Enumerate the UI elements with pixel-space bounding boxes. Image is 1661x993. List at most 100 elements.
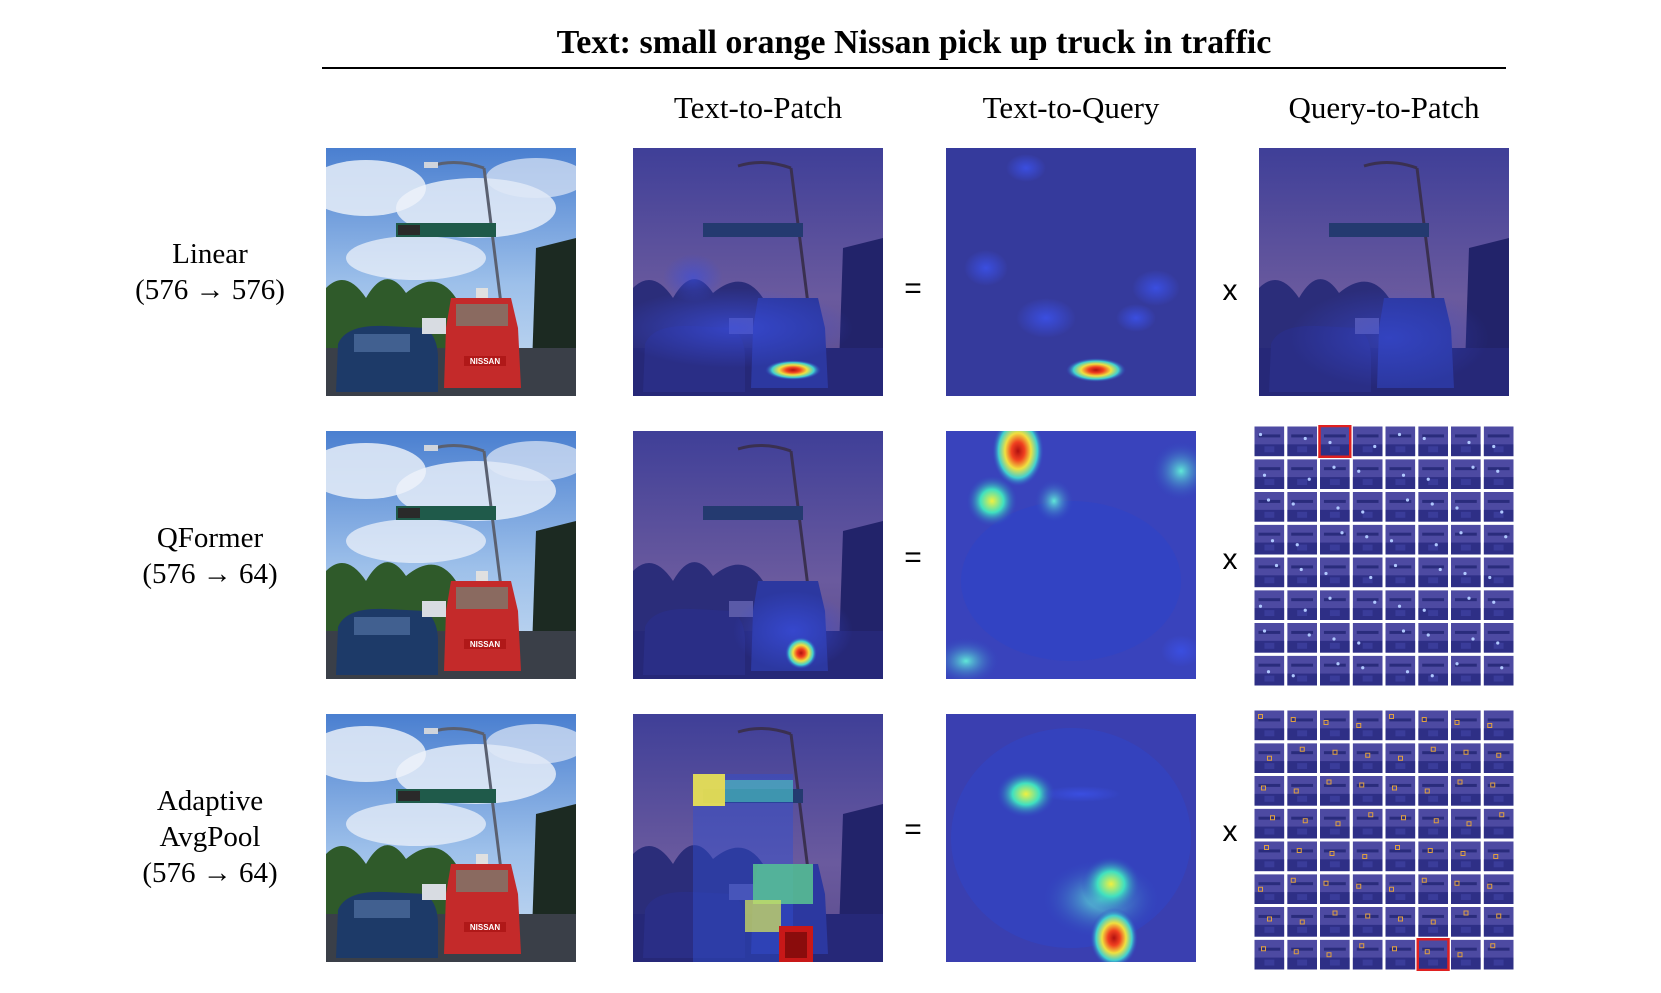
- query-cell-dot: [1457, 779, 1463, 785]
- query-cell: [1352, 743, 1383, 773]
- query-cell: [1385, 808, 1416, 839]
- query-cell: [1320, 590, 1350, 620]
- query-cell: [1385, 492, 1416, 522]
- query-cell-dot: [1336, 662, 1340, 666]
- times-sign: x: [1222, 815, 1238, 848]
- query-cell: [1385, 939, 1416, 970]
- text-to-patch-heatmap: [633, 148, 883, 396]
- query-cell-dot: [1398, 916, 1403, 922]
- query-cell-dot: [1500, 510, 1504, 514]
- input-image: [326, 431, 576, 679]
- query-cell: [1352, 939, 1383, 970]
- query-cell: [1287, 808, 1317, 839]
- query-cell-dot: [1299, 567, 1303, 572]
- query-cell-dot: [1424, 788, 1430, 794]
- query-cell: [1451, 939, 1481, 970]
- query-cell-dot: [1430, 674, 1434, 678]
- query-cell-dot: [1463, 910, 1469, 916]
- query-cell-dot: [1430, 746, 1436, 752]
- query-cell: [1418, 808, 1448, 839]
- column-header-text-to-query: Text-to-Query: [982, 90, 1160, 125]
- query-cell-dot: [1373, 600, 1377, 604]
- query-cell-dot: [1323, 880, 1329, 886]
- times-sign: x: [1222, 274, 1238, 307]
- query-cell: [1451, 623, 1481, 653]
- query-cell-dot: [1496, 469, 1500, 473]
- query-cell-dot: [1365, 535, 1369, 539]
- query-cell-dot: [1326, 779, 1332, 785]
- query-cell-dot: [1455, 662, 1459, 666]
- query-cell: [1385, 655, 1416, 686]
- text-to-query-heatmap: [946, 431, 1196, 679]
- query-cell-dot: [1389, 714, 1394, 719]
- query-cell-dot: [1323, 720, 1329, 725]
- query-cell-dot: [1460, 851, 1466, 856]
- column-header-query-to-patch: Query-to-Patch: [1288, 90, 1480, 125]
- query-cell-dot: [1401, 629, 1406, 633]
- row-label-line: QFormer: [156, 522, 264, 554]
- query-cell-dot: [1267, 916, 1272, 922]
- query-cell: [1287, 710, 1317, 741]
- query-cell: [1418, 426, 1448, 457]
- query-cell: [1254, 459, 1285, 489]
- row-label-line: (576 → 576): [135, 274, 285, 306]
- query-cell: [1254, 623, 1285, 653]
- query-cell-dot: [1329, 851, 1335, 856]
- query-cell: [1287, 776, 1317, 806]
- row-label-line: Linear: [172, 238, 248, 270]
- query-cell-dot: [1303, 436, 1307, 441]
- query-cell: [1287, 426, 1317, 457]
- query-cell: [1320, 655, 1350, 686]
- query-cell: [1483, 808, 1514, 839]
- query-cell: [1320, 426, 1350, 457]
- query-cell-dot: [1434, 543, 1438, 547]
- query-cell-dot: [1395, 845, 1400, 850]
- query-cell: [1287, 492, 1317, 522]
- query-cell-dot: [1405, 670, 1410, 674]
- query-cell-dot: [1335, 821, 1341, 827]
- query-cell-dot: [1401, 473, 1406, 477]
- query-cell-dot: [1261, 785, 1266, 791]
- query-cell-dot: [1454, 880, 1460, 886]
- query-cell-dot: [1359, 782, 1365, 788]
- figure-title: Text: small orange Nissan pick up truck …: [556, 24, 1272, 61]
- query-cell: [1320, 776, 1350, 806]
- query-cell-dot: [1258, 714, 1263, 719]
- query-cell: [1287, 557, 1317, 588]
- query-cell-dot: [1274, 563, 1279, 568]
- query-cell: [1483, 524, 1514, 555]
- query-cell: [1418, 459, 1448, 489]
- query-cell-dot: [1299, 919, 1305, 925]
- query-cell: [1451, 808, 1481, 839]
- query-cell-dot: [1362, 854, 1368, 859]
- query-cell: [1287, 907, 1317, 937]
- query-cell-dot: [1466, 821, 1472, 827]
- times-sign: x: [1222, 543, 1238, 576]
- query-cell-dot: [1326, 952, 1332, 958]
- query-cell: [1385, 557, 1416, 588]
- query-cell: [1483, 841, 1514, 872]
- query-cell: [1483, 874, 1514, 904]
- query-cell-dot: [1401, 815, 1406, 821]
- query-cell: [1385, 776, 1416, 806]
- query-cell-dot: [1324, 571, 1328, 576]
- query-cell-dot: [1270, 539, 1275, 543]
- query-cell-dot: [1493, 854, 1499, 859]
- row-label-line: AvgPool: [159, 821, 261, 853]
- query-cell-dot: [1336, 506, 1340, 510]
- query-cell-dot: [1467, 596, 1471, 600]
- query-cell-dot: [1340, 531, 1344, 535]
- query-cell-dot: [1258, 604, 1263, 608]
- query-cell: [1352, 557, 1383, 588]
- query-cell: [1352, 459, 1383, 489]
- query-cell-dot: [1296, 848, 1302, 853]
- query-cell-dot: [1397, 604, 1402, 608]
- query-cell: [1418, 841, 1448, 872]
- query-cell: [1352, 623, 1383, 653]
- query-cell-dot: [1291, 502, 1295, 506]
- query-cell-dot: [1328, 596, 1332, 600]
- query-cell-dot: [1427, 848, 1433, 853]
- query-cell: [1451, 459, 1481, 489]
- query-cell: [1320, 743, 1350, 773]
- query-cell: [1352, 907, 1383, 937]
